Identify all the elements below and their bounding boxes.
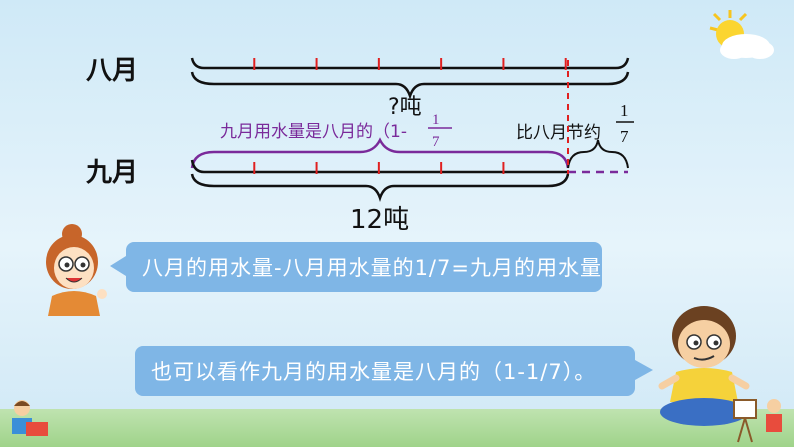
line-segment-diagram: ?吨 九月用水量是八月的（1- 1 7 比八月节约 1 7 12吨 — [190, 57, 634, 235]
sun-cloud-icon — [709, 10, 774, 59]
purple-fraction-denominator: 7 — [432, 134, 440, 150]
september-tick-marks — [253, 162, 505, 174]
painting-kids-illustration — [733, 399, 782, 443]
bubble-tail — [110, 256, 126, 276]
august-tick-marks — [253, 58, 567, 70]
august-total-brace — [190, 71, 630, 100]
september-label: 九月 — [86, 158, 139, 188]
purple-ratio-text: 九月用水量是八月的（1- — [220, 122, 407, 142]
september-total-brace — [190, 173, 570, 202]
august-label: 八月 — [86, 56, 139, 86]
girl-illustration — [46, 224, 107, 316]
reading-kids-illustration — [12, 400, 48, 436]
saving-fraction-denominator: 7 — [620, 127, 629, 146]
boy-illustration — [658, 306, 750, 426]
saving-fraction-numerator: 1 — [620, 101, 629, 120]
august-total-label: ?吨 — [388, 95, 422, 120]
september-total-label: 12吨 — [350, 205, 409, 235]
formula-speech-bubble: 八月的用水量-八月用水量的1/7=九月的用水量 — [110, 242, 602, 292]
september-purple-brace — [190, 137, 570, 169]
saving-text: 比八月节约 — [516, 123, 601, 143]
bubble-tail — [635, 360, 653, 380]
august-bar — [190, 57, 630, 70]
alternative-text: 也可以看作九月的用水量是八月的（1-1/7）。 — [151, 360, 597, 384]
september-bar — [190, 159, 568, 174]
formula-text: 八月的用水量-八月用水量的1/7=九月的用水量 — [142, 256, 602, 280]
alternative-speech-bubble: 也可以看作九月的用水量是八月的（1-1/7）。 — [135, 346, 653, 396]
purple-fraction-numerator: 1 — [432, 112, 440, 128]
saving-brace — [567, 139, 629, 169]
